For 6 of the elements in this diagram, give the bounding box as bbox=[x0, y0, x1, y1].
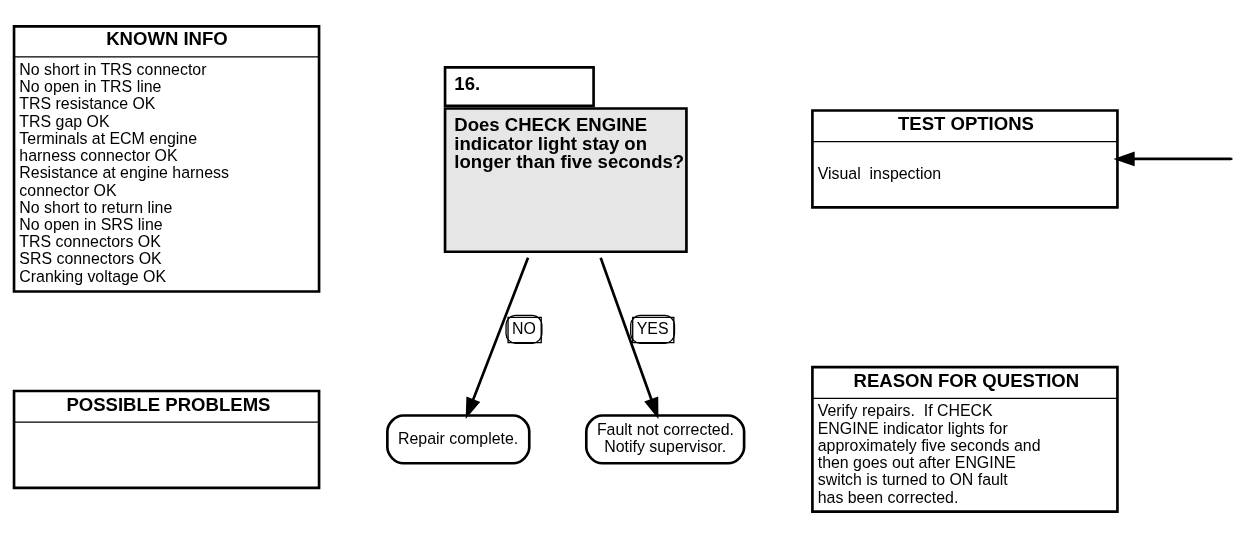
arrow bbox=[599, 256, 659, 419]
arrow bbox=[465, 256, 530, 419]
edge-label: NO bbox=[512, 319, 536, 337]
node-box: Repair complete. bbox=[386, 413, 531, 465]
node-box: Fault not corrected. Notify supervisor. bbox=[584, 413, 746, 465]
edge-label: YES bbox=[636, 319, 669, 337]
